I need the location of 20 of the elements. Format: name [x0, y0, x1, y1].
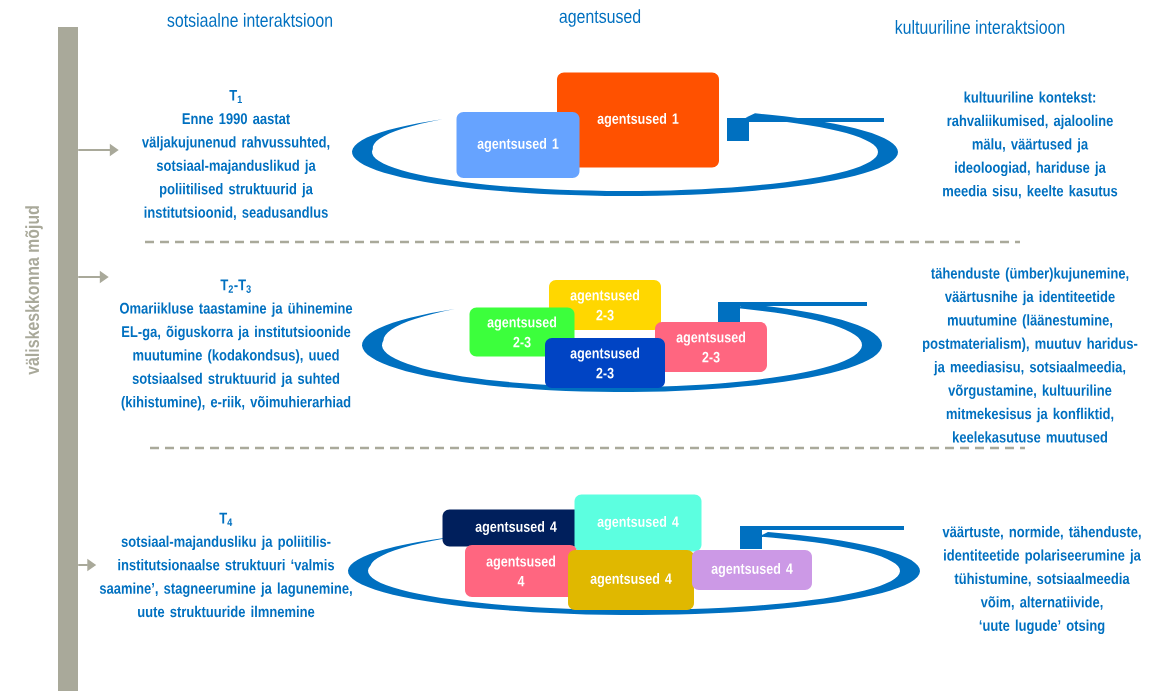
agent-box: agentsused 1: [456, 112, 580, 178]
agent-box: agentsused 2-3: [655, 322, 767, 372]
agent-box: agentsused 4: [692, 550, 812, 590]
agent-box: agentsused 4: [465, 545, 577, 597]
bar-label: väliskeskkonna mõjud: [25, 206, 43, 375]
period-heading: T$_{2}$-T$_{3}$: [220, 279, 251, 293]
context-text: väärtuste, normide, tähenduste, identiteetide polariseerumine ja tühistumine, sotsiaalmeedia võim, alternatiivide, ‘uute lugude’ otsing: [942, 525, 1141, 635]
agent-box: agentsused 2-3: [545, 338, 665, 388]
context-text: kultuuriline kontekst: rahvaliikumised, ajalooline mälu, väärtused ja ideoloogiad, hariduse ja meedia sisu, keelte kasutus: [943, 91, 1118, 199]
agent-box: agentsused 4: [568, 550, 694, 610]
period-description: sotsiaal-majandusliku ja poliitilis-institutsionaalse struktuuri ‘valmis saamine’, stagneerumine ja lagunemine, uute struktuuride ilmnemine: [99, 535, 352, 618]
column-heading: agentsused: [559, 9, 641, 27]
period-heading: T$_{1}$: [229, 89, 242, 104]
period-description: Omariikluse taastamine ja ühinemine EL-ga, õiguskorra ja institutsioonide muutumine (kodakondsus), uued sotsiaalsed struktuurid ja suhted (kihistumine), e-riik, võimuhierarhiad: [119, 302, 353, 411]
column-heading: kultuuriline interaktsioon: [895, 20, 1065, 34]
agent-box: agentsused 4: [574, 494, 702, 552]
period-description: Enne 1990 aastat väljakujunenud rahvussuhted, sotsiaal-majanduslikud ja poliitilised struktuurid ja institutsioonid, seadusandlus: [141, 113, 330, 221]
period-heading: T$_{4}$: [219, 512, 233, 526]
context-text: tähenduste (ümber)kujunemine, väärtusnihe ja identiteetide muutumine (läänestumine, postmaterialism), muutuv haridus- ja meediasisu, sotsiaalmeedia, võrgustamine, kultuuriline mitmekesisus ja konfliktid, keelekasutuse muutused: [923, 267, 1138, 443]
column-heading: sotsiaalne interaktsioon: [167, 13, 332, 27]
